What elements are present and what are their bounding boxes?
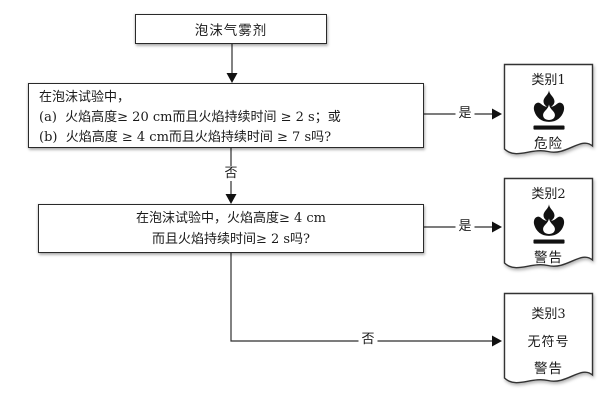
category-label: 类别3 <box>531 307 566 322</box>
document-shape <box>503 292 594 384</box>
result-card-category2: 类别2 警告 <box>503 177 594 278</box>
start-node: 泡沫气雾剂 <box>135 14 327 44</box>
arrowhead-right-2 <box>492 221 502 233</box>
decision1-line1: 在泡沫试验中， <box>39 90 131 105</box>
arrowhead-down-1 <box>226 73 238 83</box>
yes-label-1: 是 <box>455 106 475 121</box>
result-card-category1: 类别1 危险 <box>503 63 594 164</box>
result-card-category3: 类别3 无符号 警告 <box>503 292 594 393</box>
yes-label-2: 是 <box>455 219 475 234</box>
decision2-node: 在泡沫试验中，火焰高度≥ 4 cm 而且火焰持续时间≥ 2 s吗? <box>38 204 424 253</box>
decision1-line2: (a) 火焰高度≥ 20 cm而且火焰持续时间 ≥ 2 s；或 <box>39 110 341 125</box>
result-card-content: 类别3 无符号 警告 <box>503 292 594 381</box>
result-card-content: 类别2 警告 <box>503 177 594 266</box>
no-symbol-label: 无符号 <box>527 335 570 350</box>
signal-word: 警告 <box>534 250 563 266</box>
no-label-2: 否 <box>358 332 378 347</box>
decision1-node: 在泡沫试验中， (a) 火焰高度≥ 20 cm而且火焰持续时间 ≥ 2 s；或 … <box>28 83 424 148</box>
decision2-line2: 而且火焰持续时间≥ 2 s吗? <box>151 232 311 247</box>
decision1-line3: (b) 火焰高度 ≥ 4 cm而且火焰持续时间 ≥ 7 s吗? <box>39 130 332 145</box>
flame-over-bar-icon <box>532 203 565 244</box>
signal-word: 危险 <box>534 136 563 152</box>
edge-decision2-no <box>230 253 493 342</box>
signal-word: 警告 <box>534 361 563 377</box>
no-label-1: 否 <box>221 166 241 181</box>
category-label: 类别1 <box>531 73 566 88</box>
decision2-line1: 在泡沫试验中，火焰高度≥ 4 cm <box>135 211 327 226</box>
arrowhead-right-3 <box>492 335 502 347</box>
flame-over-bar-icon <box>532 89 565 130</box>
arrowhead-down-2 <box>225 194 237 204</box>
category-label: 类别2 <box>531 187 566 202</box>
arrowhead-right-1 <box>492 108 502 120</box>
start-node-label: 泡沫气雾剂 <box>194 23 268 39</box>
result-card-content: 类别1 危险 <box>503 63 594 152</box>
